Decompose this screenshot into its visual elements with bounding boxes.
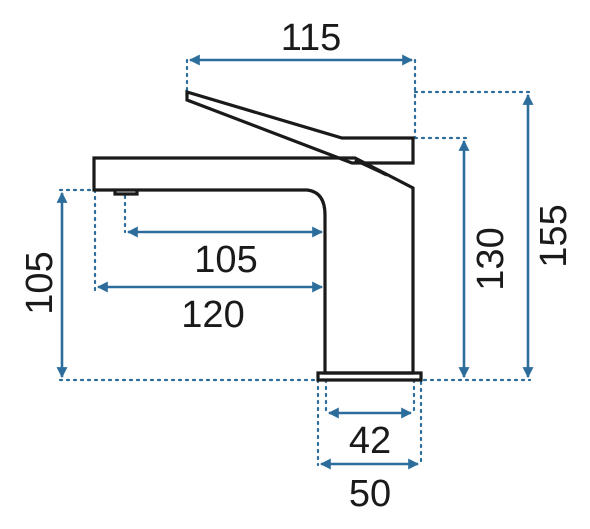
- faucet-aerator: [113, 190, 139, 196]
- dimension-arrows: [56, 54, 534, 470]
- faucet-body: [92, 156, 415, 375]
- guide-lines: [58, 58, 532, 467]
- label-total-height: 155: [533, 204, 575, 267]
- label-base-inner: 42: [349, 420, 391, 462]
- label-body-height: 130: [470, 227, 512, 290]
- label-spout-outer: 120: [181, 294, 244, 336]
- label-spout-inner: 105: [194, 239, 257, 281]
- label-top-width: 115: [281, 17, 342, 59]
- label-base-outer: 50: [349, 473, 391, 515]
- dimension-labels: 115 105 120 105 130 155 42 50: [19, 17, 575, 515]
- label-spout-height: 105: [19, 251, 61, 314]
- faucet-handle: [185, 89, 415, 165]
- faucet-outline: [92, 89, 423, 382]
- faucet-base: [316, 371, 423, 382]
